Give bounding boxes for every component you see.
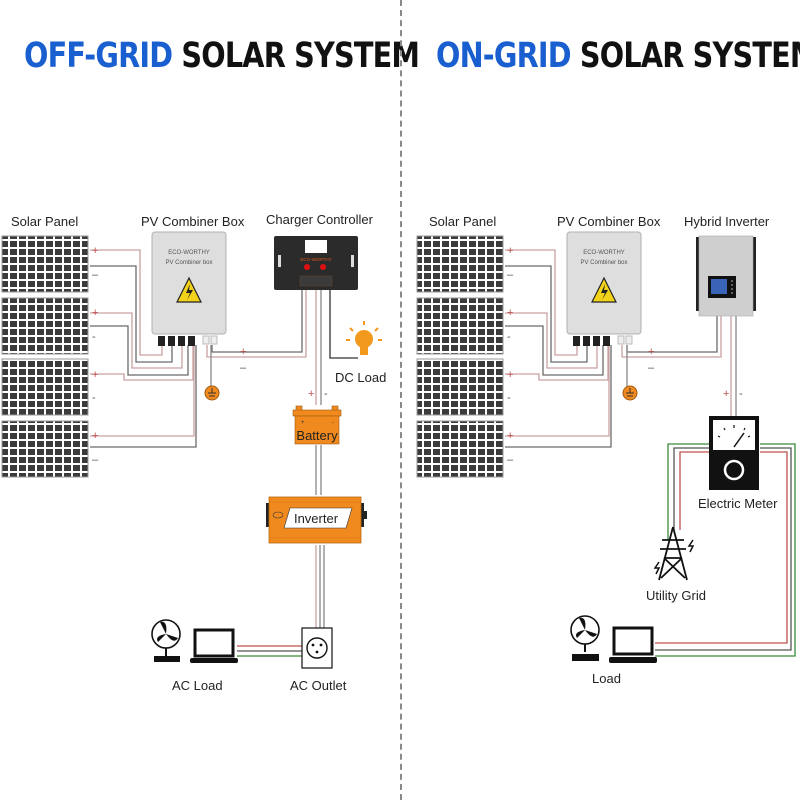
electric-meter-icon bbox=[709, 416, 759, 490]
svg-text:–: – bbox=[240, 362, 247, 374]
right-combiner-box-label: PV Combiner Box bbox=[557, 214, 661, 229]
on-grid-title: ON-GRID SOLAR SYSTEM bbox=[436, 36, 800, 86]
left-solar-panel-label: Solar Panel bbox=[11, 214, 79, 229]
electric-meter-label: Electric Meter bbox=[698, 496, 778, 511]
left-combiner-box: ECO-WORTHY PV Combiner box bbox=[151, 231, 227, 346]
svg-text:–: – bbox=[507, 454, 514, 466]
combiner-sub: PV Combiner box bbox=[165, 260, 212, 266]
left-solar-panels bbox=[1, 235, 89, 478]
svg-text:–: – bbox=[92, 454, 99, 466]
svg-text:-: - bbox=[92, 331, 96, 343]
left-combiner-controller-wires bbox=[206, 290, 358, 657]
solar-panel bbox=[416, 420, 504, 478]
svg-text:–: – bbox=[648, 362, 655, 374]
svg-text:+: + bbox=[507, 369, 513, 381]
svg-text:-: - bbox=[507, 392, 511, 404]
svg-text:-: - bbox=[92, 392, 96, 404]
combiner-brand: ECO-WORTHY bbox=[583, 250, 625, 256]
svg-text:+: + bbox=[723, 388, 729, 400]
svg-text:+: + bbox=[308, 388, 314, 400]
laptop-icon bbox=[609, 626, 657, 663]
solar-panel bbox=[1, 358, 89, 416]
left-combiner-box-label: PV Combiner Box bbox=[141, 214, 245, 229]
solar-panel bbox=[416, 297, 504, 355]
svg-text:+: + bbox=[92, 369, 98, 381]
battery: + - Battery bbox=[292, 405, 342, 445]
right-solar-panel-label: Solar Panel bbox=[429, 214, 497, 229]
hybrid-inverter bbox=[696, 235, 756, 317]
svg-text:+: + bbox=[648, 346, 654, 358]
dc-load-bulb-icon bbox=[346, 321, 382, 355]
off-grid-title: OFF-GRID SOLAR SYSTEM bbox=[24, 36, 420, 86]
svg-text:+: + bbox=[507, 307, 513, 319]
load-label: Load bbox=[592, 671, 621, 686]
inverter-label: Inverter bbox=[294, 511, 339, 526]
charger-controller-label: Charger Controller bbox=[266, 212, 373, 227]
battery-label: Battery bbox=[296, 428, 338, 443]
dc-load-label: DC Load bbox=[335, 370, 387, 385]
on-grid-title-main: SOLAR SYSTEM bbox=[579, 36, 800, 76]
left-panel-wires bbox=[90, 249, 197, 448]
svg-text:-: - bbox=[507, 331, 511, 343]
ground-icon bbox=[204, 385, 220, 401]
svg-text:-: - bbox=[739, 388, 743, 400]
svg-text:+: + bbox=[92, 307, 98, 319]
ac-outlet-icon bbox=[301, 627, 333, 669]
ground-icon bbox=[622, 385, 638, 401]
inverter: Inverter bbox=[266, 496, 367, 544]
right-solar-panels bbox=[416, 235, 504, 478]
combiner-brand: ECO-WORTHY bbox=[168, 250, 210, 256]
laptop-icon bbox=[190, 628, 238, 663]
right-combiner-box: ECO-WORTHY PV Combiner box bbox=[566, 231, 642, 346]
charge-controller: ECO-WORTHY bbox=[274, 236, 358, 290]
utility-grid-tower-icon bbox=[653, 526, 695, 581]
svg-text:+: + bbox=[507, 430, 513, 442]
off-grid-title-accent: OFF-GRID bbox=[24, 36, 173, 76]
svg-text:-: - bbox=[332, 420, 334, 426]
fan-icon bbox=[151, 619, 181, 662]
fan-icon bbox=[570, 615, 600, 661]
svg-text:+: + bbox=[240, 346, 246, 358]
solar-panel bbox=[1, 235, 89, 293]
svg-text:–: – bbox=[507, 269, 514, 281]
svg-text:+: + bbox=[507, 245, 513, 257]
solar-panel bbox=[1, 420, 89, 478]
combiner-sub: PV Combiner box bbox=[580, 260, 627, 266]
off-grid-title-main: SOLAR SYSTEM bbox=[181, 36, 420, 76]
hybrid-inverter-label: Hybrid Inverter bbox=[684, 214, 770, 229]
section-divider bbox=[400, 0, 402, 800]
left-polarity-marks: + + + + + + bbox=[92, 245, 314, 442]
right-panel-wires bbox=[505, 249, 796, 657]
on-grid-title-accent: ON-GRID bbox=[436, 36, 572, 76]
ac-outlet-label: AC Outlet bbox=[290, 678, 347, 693]
svg-text:-: - bbox=[324, 388, 328, 400]
utility-grid-label: Utility Grid bbox=[646, 588, 706, 603]
controller-brand: ECO-WORTHY bbox=[300, 257, 331, 262]
solar-panel bbox=[416, 358, 504, 416]
svg-text:+: + bbox=[92, 430, 98, 442]
svg-text:+: + bbox=[92, 245, 98, 257]
right-polarity-marks: + + + + + + bbox=[507, 245, 729, 442]
ac-load-label: AC Load bbox=[172, 678, 223, 693]
solar-panel bbox=[416, 235, 504, 293]
svg-text:–: – bbox=[92, 269, 99, 281]
svg-text:+: + bbox=[301, 420, 305, 426]
solar-panel bbox=[1, 297, 89, 355]
